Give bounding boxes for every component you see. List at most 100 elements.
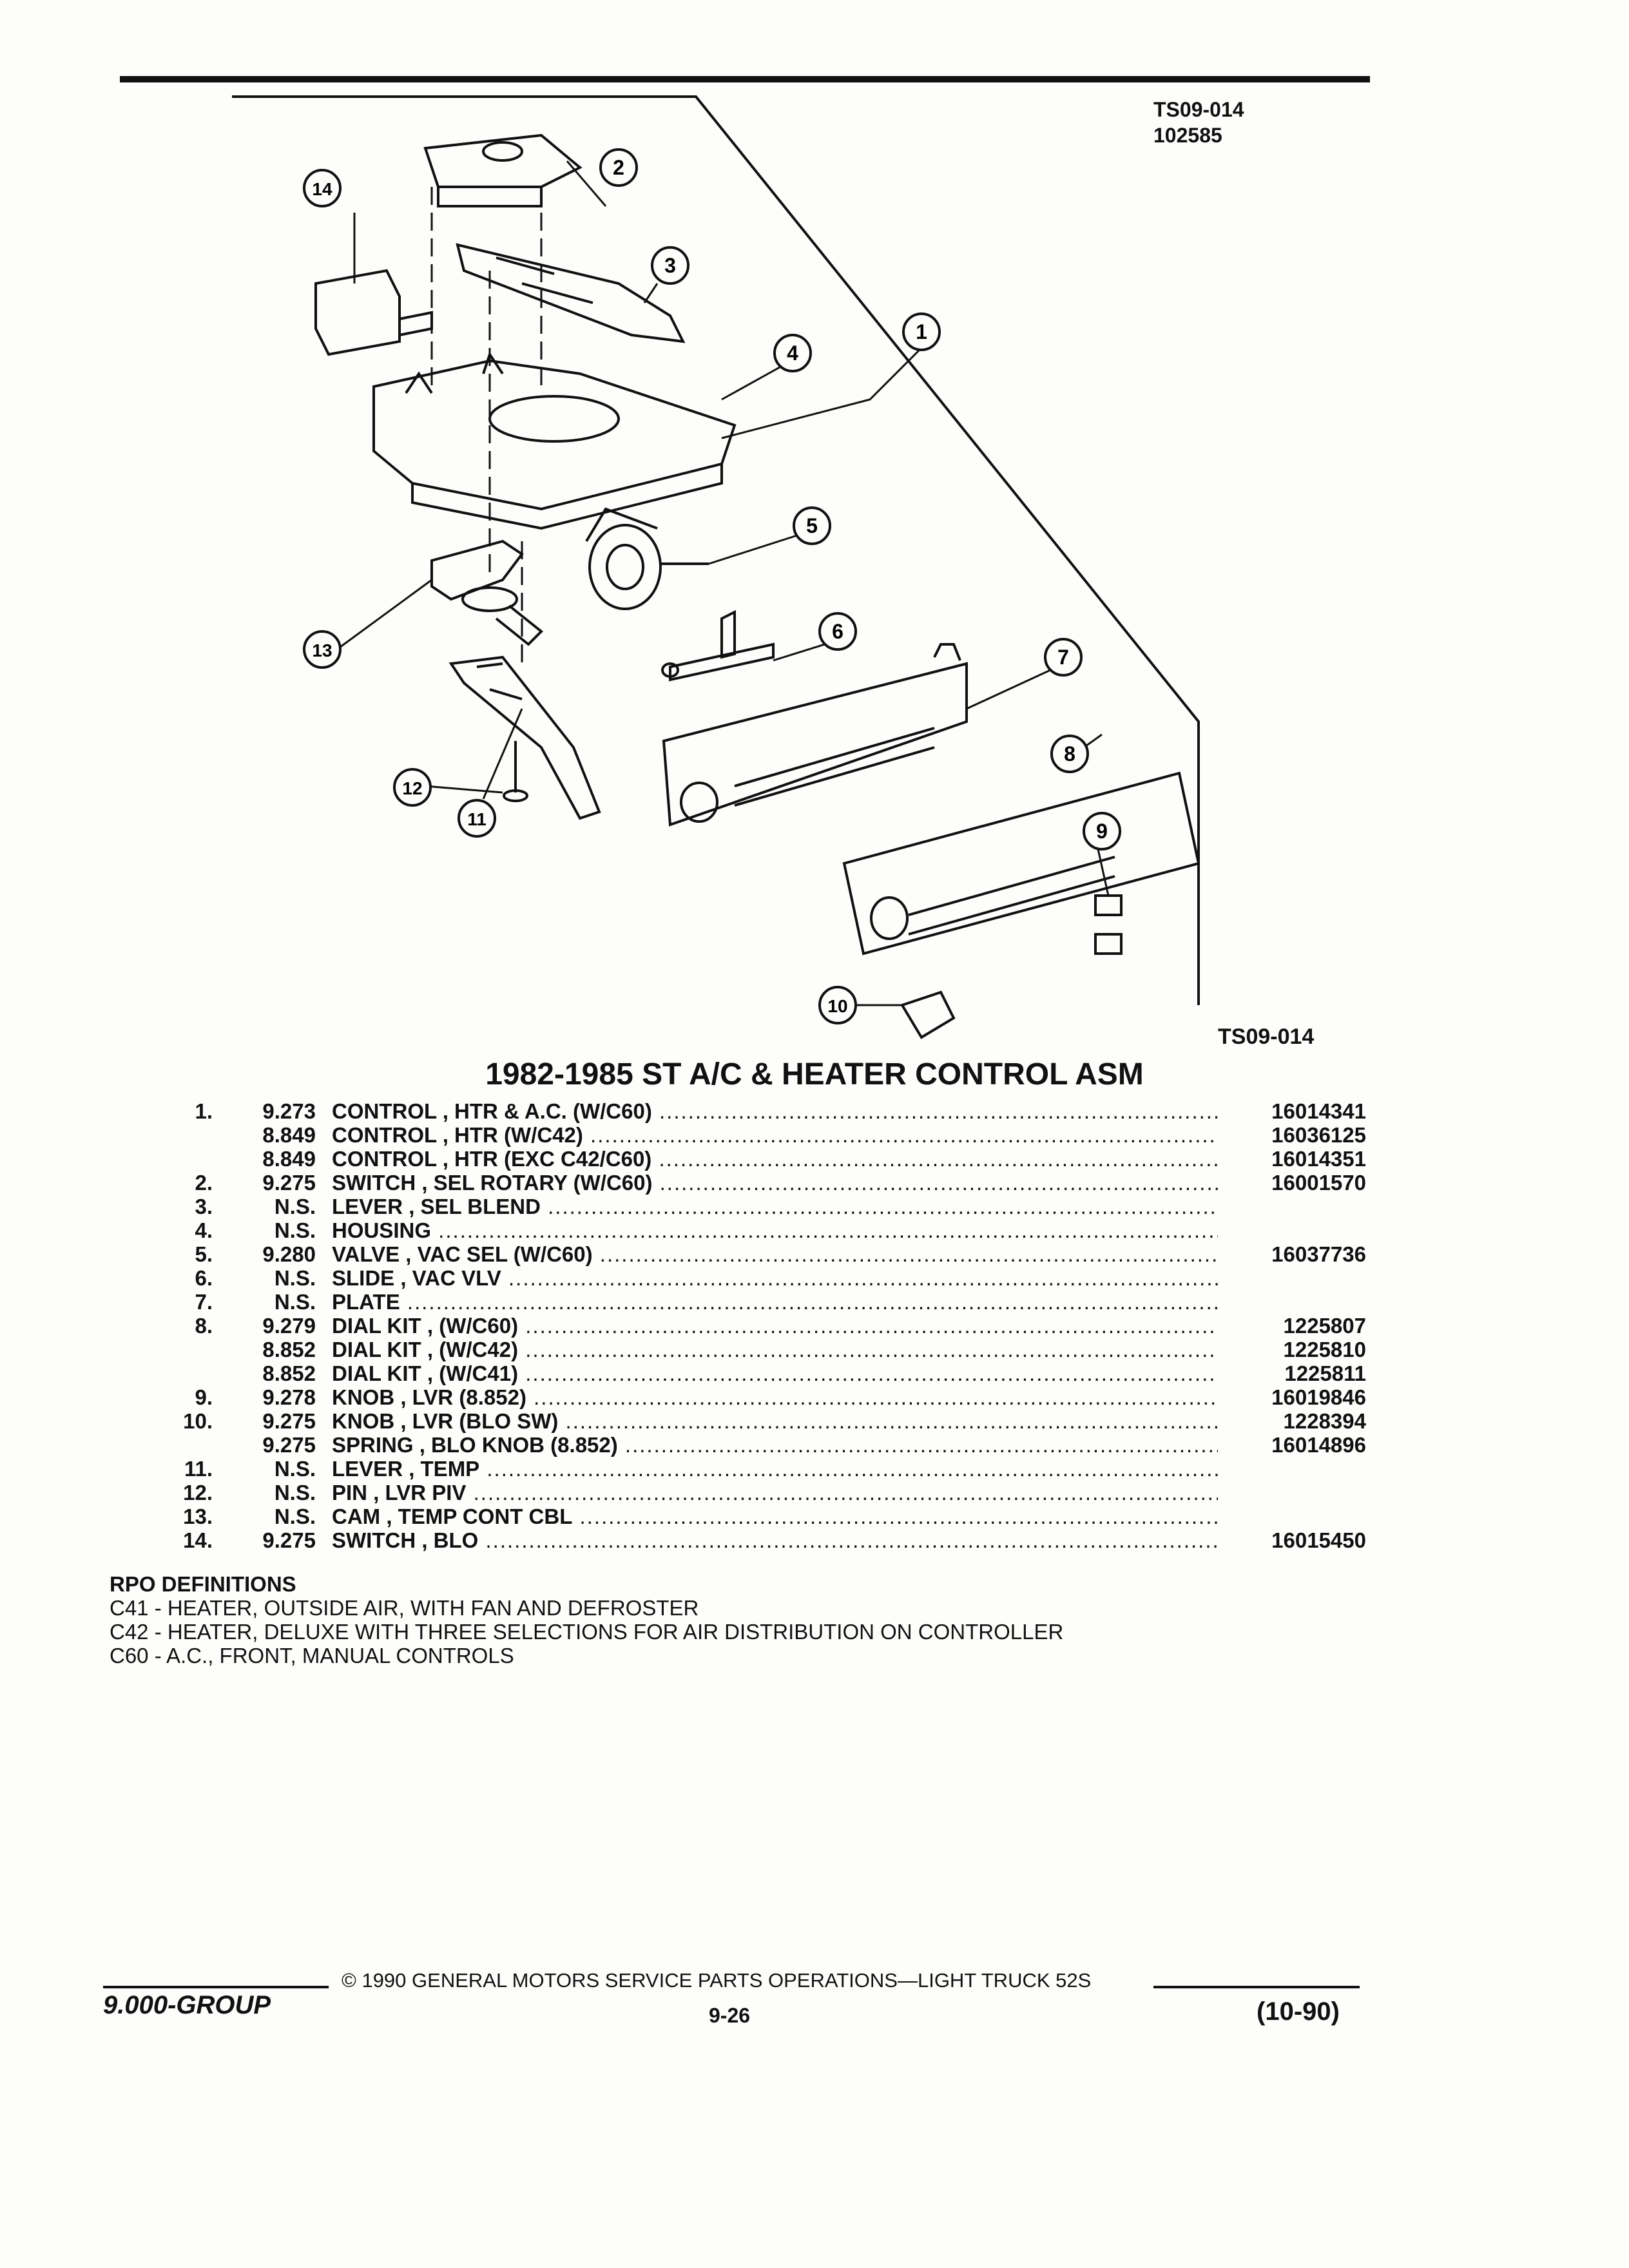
part-description: DIAL KIT , (W/C42) [332, 1338, 1218, 1361]
part-description: DIAL KIT , (W/C60) [332, 1314, 1218, 1338]
parts-row: 6.N.S.SLIDE , VAC VLV [161, 1266, 1366, 1290]
part-number-index: 13. [183, 1504, 213, 1528]
rpo-heading: RPO DEFINITIONS [110, 1572, 296, 1596]
callout-12: 12 [393, 768, 432, 807]
part-number-index: 9. [195, 1385, 213, 1409]
part-description: SWITCH , SEL ROTARY (W/C60) [332, 1171, 1218, 1195]
copyright-notice: © 1990 GENERAL MOTORS SERVICE PARTS OPER… [342, 1969, 1092, 1992]
part-catalog-number: 16014351 [1271, 1147, 1366, 1171]
part-group-code: N.S. [274, 1481, 316, 1504]
part-catalog-number: 16001570 [1271, 1171, 1366, 1195]
part-description: CAM , TEMP CONT CBL [332, 1504, 1218, 1528]
part-number-index: 10. [183, 1409, 213, 1433]
part-2-rotary-switch [423, 133, 583, 207]
part-description: VALVE , VAC SEL (W/C60) [332, 1242, 1218, 1266]
callout-2: 2 [599, 148, 638, 187]
part-5-vac-selector-valve [585, 507, 709, 610]
footer-rule-left [103, 1986, 329, 1988]
part-3-sel-blend-lever [456, 243, 686, 343]
part-group-code: N.S. [274, 1504, 316, 1528]
exploded-parts-diagram: 1 2 3 4 5 6 7 8 9 10 11 12 13 14 [232, 95, 1200, 1039]
part-number-index: 6. [195, 1266, 213, 1290]
callout-4: 4 [773, 334, 812, 372]
callout-9: 9 [1083, 812, 1121, 850]
part-catalog-number: 16019846 [1271, 1385, 1366, 1409]
part-group-code: N.S. [274, 1290, 316, 1314]
part-9-lever-knobs [1094, 894, 1123, 955]
callout-8-label: 8 [1064, 742, 1075, 765]
rpo-line: C41 - HEATER, OUTSIDE AIR, WITH FAN AND … [110, 1596, 699, 1620]
part-group-code: N.S. [274, 1218, 316, 1242]
parts-row: 8.849 CONTROL , HTR (EXC C42/C60) 16014351 [161, 1147, 1366, 1171]
part-number-index: 1. [195, 1099, 213, 1123]
callout-leader-lines [334, 160, 1110, 1006]
rpo-line: C60 - A.C., FRONT, MANUAL CONTROLS [110, 1644, 514, 1667]
parts-row: 10. 9.275 KNOB , LVR (BLO SW) 1228394 [161, 1409, 1366, 1433]
callout-5-label: 5 [806, 514, 818, 537]
part-catalog-number: 16014896 [1271, 1433, 1366, 1457]
callout-10-label: 10 [827, 996, 847, 1016]
part-group-code: 9.275 [262, 1433, 316, 1457]
part-description: KNOB , LVR (BLO SW) [332, 1409, 1218, 1433]
part-catalog-number: 16014341 [1271, 1099, 1366, 1123]
part-group-code: 9.275 [262, 1171, 316, 1195]
figure-caption-id: TS09-014 [1218, 1024, 1315, 1049]
part-description: HOUSING [332, 1218, 1218, 1242]
part-description: CONTROL , HTR & A.C. (W/C60) [332, 1099, 1218, 1123]
part-description: LEVER , SEL BLEND [332, 1195, 1218, 1218]
revision-date: (10-90) [1257, 1997, 1340, 2026]
group-label: 9.000-GROUP [103, 1991, 271, 2019]
callout-1: 1 [902, 312, 941, 351]
callout-2-label: 2 [613, 156, 624, 179]
callout-4-label: 4 [787, 341, 798, 365]
part-catalog-number: 16036125 [1271, 1123, 1366, 1147]
callout-14: 14 [303, 169, 342, 207]
page-number: 9-26 [709, 2004, 751, 2027]
assembly-center-lines [430, 187, 543, 670]
callout-3: 3 [651, 246, 689, 285]
part-description: SWITCH , BLO [332, 1528, 1218, 1552]
part-group-code: 8.849 [262, 1123, 316, 1147]
part-4-housing [372, 351, 737, 530]
figure-reference-number: 102585 [1153, 124, 1222, 147]
part-catalog-number: 16037736 [1271, 1242, 1366, 1266]
callout-8: 8 [1050, 735, 1089, 773]
callout-11: 11 [458, 799, 496, 838]
part-description: CONTROL , HTR (W/C42) [332, 1123, 1218, 1147]
part-description: DIAL KIT , (W/C41) [332, 1361, 1218, 1385]
callout-13-label: 13 [312, 640, 332, 660]
callout-5: 5 [793, 506, 831, 545]
part-group-code: 9.278 [262, 1385, 316, 1409]
part-group-code: 9.280 [262, 1242, 316, 1266]
part-group-code: 9.279 [262, 1314, 316, 1338]
part-description: CONTROL , HTR (EXC C42/C60) [332, 1147, 1218, 1171]
part-group-code: N.S. [274, 1266, 316, 1290]
part-number-index: 2. [195, 1171, 213, 1195]
part-number-index: 4. [195, 1218, 213, 1242]
callout-1-label: 1 [916, 320, 927, 343]
callout-10: 10 [818, 986, 857, 1024]
part-catalog-number: 1228394 [1283, 1409, 1366, 1433]
parts-row: 3.N.S.LEVER , SEL BLEND [161, 1195, 1366, 1218]
parts-row: 7.N.S.PLATE [161, 1290, 1366, 1314]
part-description: SPRING , BLO KNOB (8.852) [332, 1433, 1218, 1457]
callout-6-label: 6 [832, 620, 843, 643]
part-number-index: 12. [183, 1481, 213, 1504]
part-number-index: 11. [184, 1457, 213, 1481]
part-8-dial-kit [842, 771, 1200, 956]
part-group-code: 9.275 [262, 1409, 316, 1433]
parts-row: 8.849 CONTROL , HTR (W/C42) 16036125 [161, 1123, 1366, 1147]
part-group-code: 8.849 [262, 1147, 316, 1171]
part-7-plate [662, 643, 968, 827]
part-catalog-number: 1225811 [1284, 1361, 1366, 1385]
top-rule [120, 76, 1370, 82]
callout-7: 7 [1044, 638, 1083, 677]
assembly-bracket-line [232, 95, 1200, 1005]
figure-reference: TS09-014 102585 [1153, 97, 1244, 148]
